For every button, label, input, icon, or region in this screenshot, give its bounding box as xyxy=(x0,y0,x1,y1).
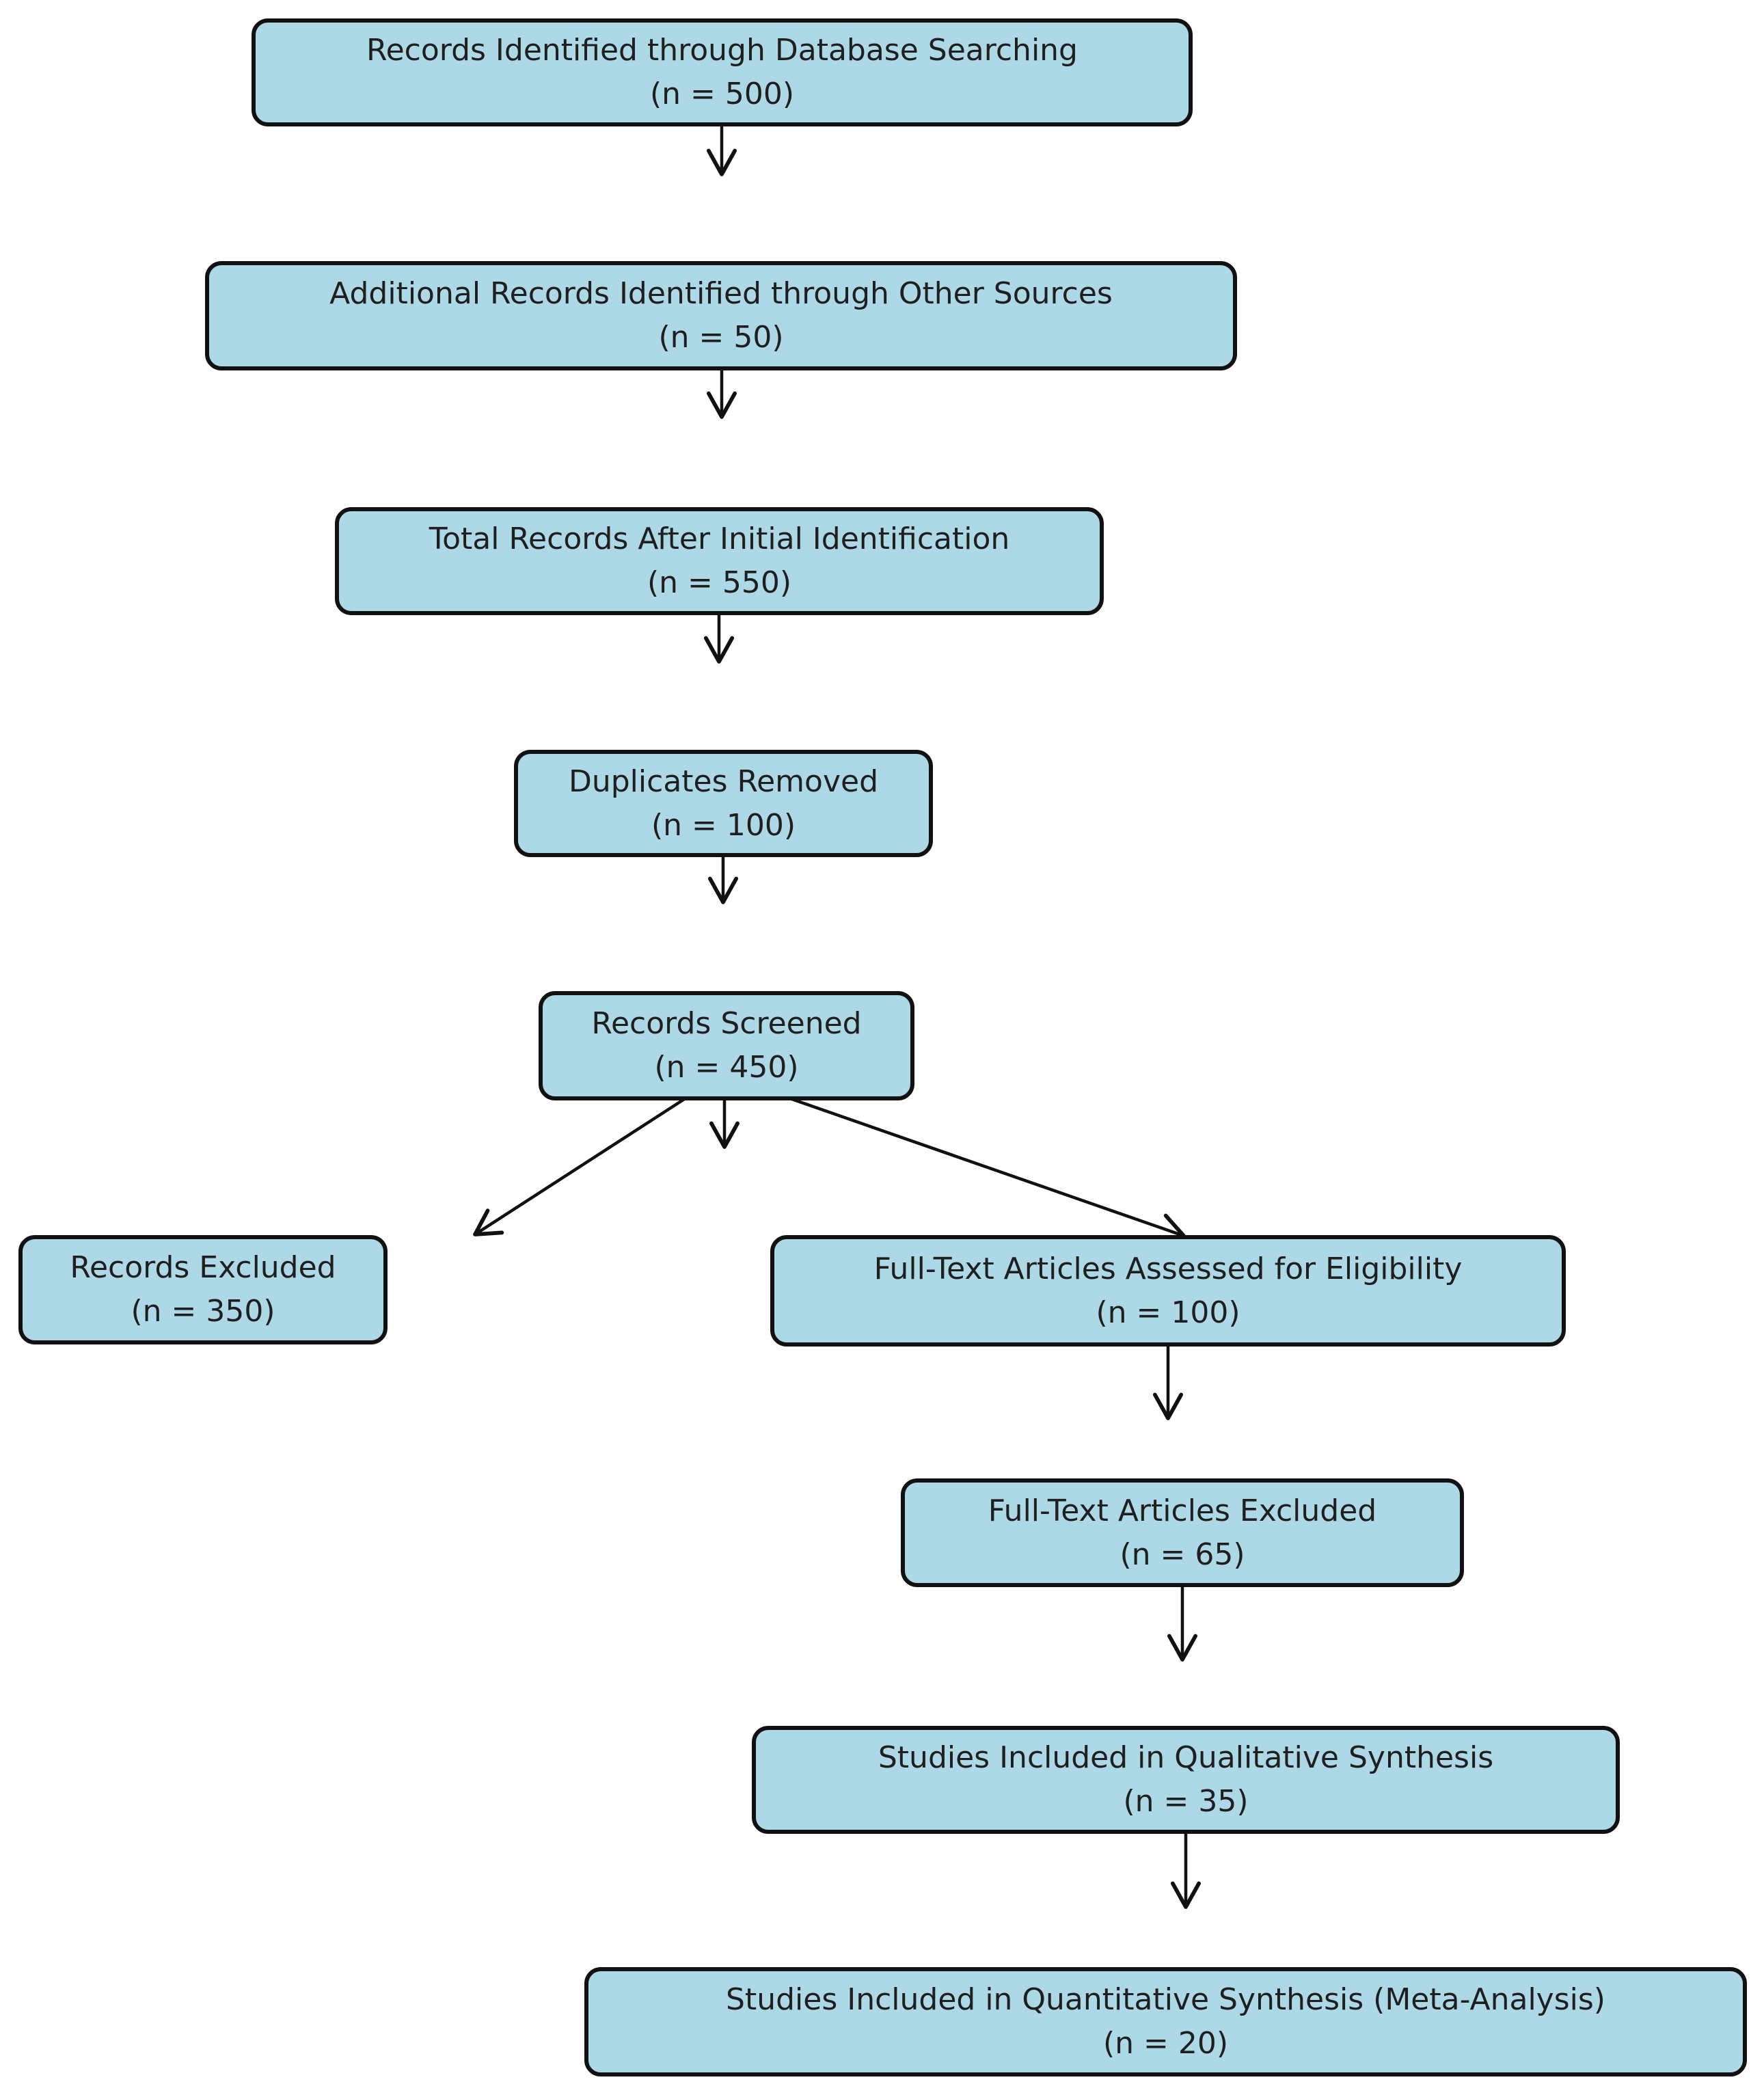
flow-box-additional-records: Additional Records Identified through Ot… xyxy=(205,261,1237,370)
flow-box-count: (n = 100) xyxy=(651,807,796,843)
flow-box-label: Studies Included in Quantitative Synthes… xyxy=(726,1982,1605,2018)
flow-box-count: (n = 50) xyxy=(658,320,784,355)
flow-box-label: Additional Records Identified through Ot… xyxy=(329,276,1113,312)
flow-box-fulltext-assessed: Full-Text Articles Assessed for Eligibil… xyxy=(770,1235,1566,1347)
flow-box-label: Records Screened xyxy=(591,1006,862,1042)
flow-box-label: Total Records After Initial Identificati… xyxy=(429,522,1010,557)
arrow-screened-to-fulltext xyxy=(736,1078,1186,1243)
flow-box-label: Records Excluded xyxy=(70,1250,336,1286)
flow-box-records-identified: Records Identified through Database Sear… xyxy=(252,18,1193,126)
flow-box-label: Studies Included in Qualitative Synthesi… xyxy=(878,1740,1494,1776)
flow-box-records-excluded: Records Excluded (n = 350) xyxy=(18,1235,388,1344)
flow-box-count: (n = 500) xyxy=(649,77,795,111)
flow-box-count: (n = 20) xyxy=(1102,2026,1229,2061)
flow-box-label: Full-Text Articles Assessed for Eligibil… xyxy=(873,1251,1463,1286)
flow-box-records-screened: Records Screened (n = 450) xyxy=(539,991,914,1100)
arrow-screened-to-excluded xyxy=(473,1081,712,1236)
flow-box-duplicates-removed: Duplicates Removed (n = 100) xyxy=(514,750,933,857)
flow-box-count: (n = 450) xyxy=(654,1050,799,1085)
flow-box-label: Full-Text Articles Excluded xyxy=(988,1493,1377,1528)
flow-box-label: Records Identified through Database Sear… xyxy=(366,33,1078,68)
flow-box-count: (n = 350) xyxy=(131,1294,275,1329)
flow-box-count: (n = 35) xyxy=(1123,1784,1249,1819)
flow-box-quantitative-synthesis: Studies Included in Quantitative Synthes… xyxy=(584,1967,1747,2076)
flow-box-count: (n = 65) xyxy=(1120,1537,1245,1572)
flow-box-total-records: Total Records After Initial Identificati… xyxy=(335,507,1104,615)
flow-box-label: Duplicates Removed xyxy=(568,763,879,799)
flow-box-count: (n = 550) xyxy=(647,565,792,600)
flow-box-count: (n = 100) xyxy=(1096,1295,1240,1330)
flow-box-fulltext-excluded: Full-Text Articles Excluded (n = 65) xyxy=(901,1478,1464,1587)
flow-box-qualitative-synthesis: Studies Included in Qualitative Synthesi… xyxy=(752,1726,1620,1834)
